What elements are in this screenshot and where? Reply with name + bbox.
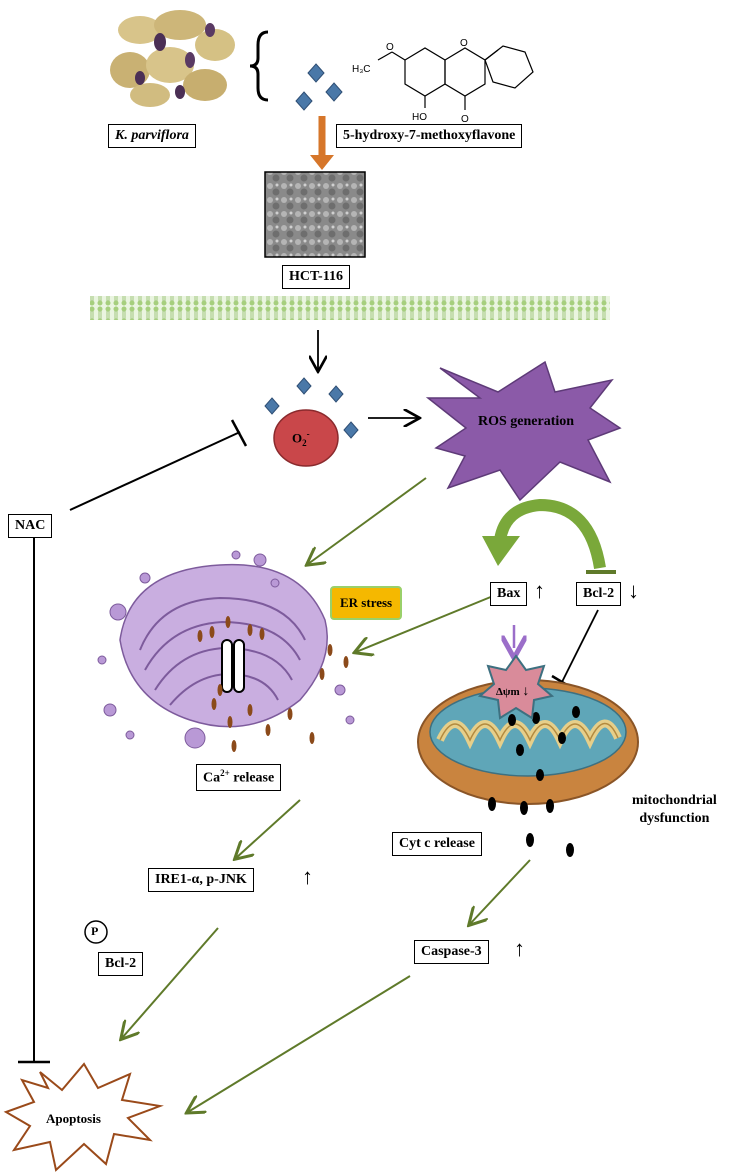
mito-dysfunction-label: mitochondrial dysfunction bbox=[632, 794, 717, 826]
plant-rhizome-image bbox=[108, 2, 236, 110]
plant-label: K. parviflora bbox=[108, 124, 196, 148]
ire1-pjnk-label: IRE1-α, p-JNK bbox=[148, 868, 254, 892]
cytc-release-label: Cyt c release bbox=[392, 832, 482, 856]
caspase3-up-arrow: ↑ bbox=[514, 936, 525, 961]
phospho-label: P bbox=[91, 924, 99, 938]
ros-starburst bbox=[425, 360, 622, 502]
phospho-circle bbox=[84, 920, 108, 944]
ca-superscript: 2+ bbox=[220, 768, 230, 778]
ca-text: Ca bbox=[203, 770, 221, 786]
arrow-ca-to-ire1 bbox=[236, 799, 301, 858]
membrane-potential-star bbox=[477, 654, 555, 720]
nac-label: NAC bbox=[8, 514, 53, 538]
curved-arrow-bcl2-bax-head bbox=[482, 536, 520, 566]
compound-icons-near-superoxide bbox=[264, 377, 359, 439]
arrow-ros-to-er bbox=[308, 477, 427, 564]
compound-label: 5-hydroxy-7-methoxyflavone bbox=[336, 124, 523, 148]
nac-inhibit-superoxide-bar bbox=[230, 419, 248, 447]
apoptosis-label: Apoptosis bbox=[46, 1111, 101, 1126]
membrane-potential-label: Δψm ↓ bbox=[496, 685, 529, 699]
atom-h3c: H₃C bbox=[352, 64, 371, 75]
grouping-brace bbox=[249, 30, 269, 102]
bax-label: Bax bbox=[490, 582, 528, 606]
arrow-caspase-to-apoptosis bbox=[188, 975, 411, 1112]
dpsi-text: Δψm bbox=[496, 686, 520, 698]
atom-o-keto: O bbox=[461, 114, 469, 125]
dpsi-down-arrow: ↓ bbox=[522, 684, 530, 699]
arrow-bax-to-er bbox=[356, 593, 499, 652]
bcl2-down-arrow: ↓ bbox=[628, 578, 639, 603]
mito-dysfunction-line2: dysfunction bbox=[639, 811, 710, 826]
superoxide-text: O bbox=[292, 430, 303, 446]
bcl2-inhibit-mitochondria-line bbox=[561, 609, 599, 683]
er-stress-badge: ER stress bbox=[330, 586, 403, 620]
cytochrome-c-particles bbox=[488, 797, 574, 857]
ros-label: ROS generation bbox=[478, 414, 575, 429]
arrow-ire1-to-apoptosis bbox=[122, 927, 219, 1038]
atom-o-methoxy: O bbox=[386, 42, 394, 53]
hct116-micrograph bbox=[264, 171, 366, 258]
release-text: release bbox=[229, 770, 275, 786]
superoxide-label: O2- bbox=[292, 430, 310, 448]
superoxide-subscript: 2 bbox=[302, 437, 307, 448]
cell-line-label: HCT-116 bbox=[282, 265, 350, 289]
caspase3-label: Caspase-3 bbox=[414, 940, 489, 964]
atom-ho: HO bbox=[412, 112, 427, 123]
mito-dysfunction-line1: mitochondrial bbox=[632, 793, 717, 808]
bcl2-down-label: Bcl-2 bbox=[576, 582, 622, 606]
curved-arrow-bcl2-bax bbox=[494, 498, 606, 570]
flavone-structure bbox=[377, 45, 534, 110]
endoplasmic-reticulum-illustration bbox=[97, 550, 355, 752]
ire1-up-arrow: ↑ bbox=[302, 864, 313, 889]
compound-molecule-icons bbox=[295, 63, 343, 111]
superoxide-superscript: - bbox=[306, 429, 310, 439]
arrow-cytc-to-caspase bbox=[470, 859, 531, 924]
apoptosis-starburst bbox=[3, 1062, 164, 1172]
bcl2-phospho-label: Bcl-2 bbox=[98, 952, 144, 976]
superoxide-circle bbox=[273, 409, 339, 467]
mitochondrion-illustration bbox=[417, 679, 639, 805]
atom-o-ring: O bbox=[460, 38, 468, 49]
nac-inhibit-superoxide-line bbox=[69, 431, 241, 511]
bax-up-arrow: ↑ bbox=[534, 578, 545, 603]
treatment-arrow-head bbox=[310, 155, 334, 170]
cell-membrane bbox=[90, 296, 610, 320]
ca-release-label: Ca2+ release bbox=[196, 764, 282, 791]
